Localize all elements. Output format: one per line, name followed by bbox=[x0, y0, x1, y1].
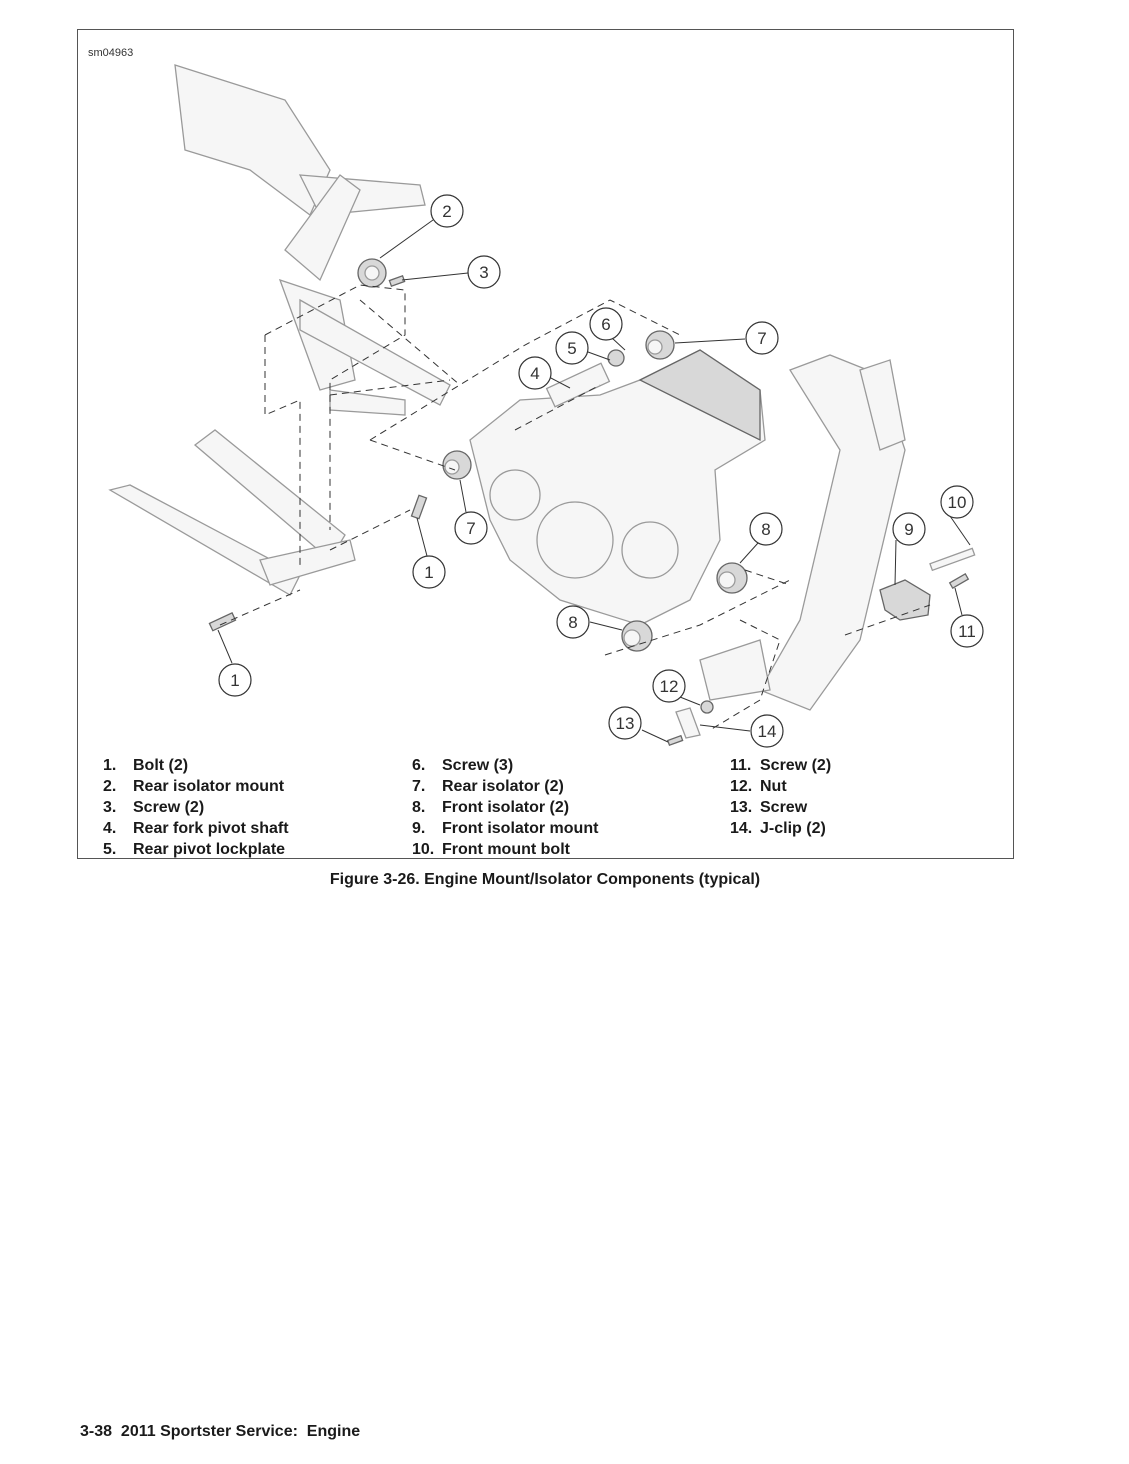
legend-item: 4.Rear fork pivot shaft bbox=[103, 820, 289, 837]
svg-text:9: 9 bbox=[904, 520, 913, 539]
svg-text:6: 6 bbox=[601, 315, 610, 334]
callout-7-rear-isolator-left: 7 bbox=[454, 511, 488, 545]
page-footer: 3-38 2011 Sportster Service: Engine bbox=[80, 1423, 360, 1441]
legend-item: 5.Rear pivot lockplate bbox=[103, 841, 286, 858]
legend-item: 10.Front mount bolt bbox=[412, 841, 570, 858]
assembly-dashed-lines bbox=[219, 284, 931, 731]
callout-2-rear-isolator-mount: 2 bbox=[430, 194, 464, 228]
svg-text:3: 3 bbox=[479, 263, 488, 282]
legend-item: 2.Rear isolator mount bbox=[103, 778, 285, 795]
svg-text:13: 13 bbox=[616, 714, 635, 733]
svg-text:1: 1 bbox=[424, 563, 433, 582]
callout-8-front-isolator-left: 8 bbox=[556, 605, 590, 639]
legend-item: 11.Screw (2) bbox=[730, 757, 832, 774]
callout-13-screw: 13 bbox=[608, 706, 642, 740]
callout-6-screw: 6 bbox=[589, 307, 623, 341]
figure-id-label: sm04963 bbox=[88, 47, 134, 59]
svg-text:7: 7 bbox=[757, 329, 766, 348]
front-downtube-drawing bbox=[699, 354, 906, 711]
svg-text:7: 7 bbox=[466, 519, 475, 538]
callout-7-rear-isolator-right: 7 bbox=[745, 321, 779, 355]
legend-column-2: 6.Screw (3) 7.Rear isolator (2) 8.Front … bbox=[412, 755, 598, 860]
callout-3-screw: 3 bbox=[467, 255, 501, 289]
svg-text:11: 11 bbox=[958, 622, 976, 641]
engine-drawing bbox=[469, 349, 766, 626]
figure-caption: Figure 3-26. Engine Mount/Isolator Compo… bbox=[329, 871, 761, 888]
svg-text:8: 8 bbox=[761, 520, 770, 539]
callout-8-front-isolator-right: 8 bbox=[749, 512, 783, 546]
legend-column-1: 1.Bolt (2) 2.Rear isolator mount 3.Screw… bbox=[103, 755, 289, 860]
callout-leader-lines bbox=[217, 219, 971, 743]
callout-11-screw: 11 bbox=[950, 614, 984, 648]
swingarm-drawing bbox=[108, 429, 356, 596]
svg-text:5: 5 bbox=[567, 339, 576, 358]
svg-text:4: 4 bbox=[530, 364, 539, 383]
svg-text:12: 12 bbox=[660, 677, 679, 696]
exploded-view-illustration: 1 1 2 3 4 5 6 7 7 8 8 9 10 11 12 13 14 bbox=[108, 64, 984, 748]
svg-text:8: 8 bbox=[568, 613, 577, 632]
legend-item: 14.J-clip (2) bbox=[730, 820, 826, 837]
callout-5-rear-pivot-lockplate: 5 bbox=[555, 331, 589, 365]
frame-drawing bbox=[174, 64, 451, 416]
callout-1-bolt-lower: 1 bbox=[218, 663, 252, 697]
legend-item: 6.Screw (3) bbox=[412, 757, 514, 774]
page-number: 3-38 bbox=[80, 1423, 113, 1440]
svg-text:1: 1 bbox=[230, 671, 239, 690]
legend-item: 7.Rear isolator (2) bbox=[412, 778, 564, 795]
legend-item: 8.Front isolator (2) bbox=[412, 799, 570, 816]
footer-title: 2011 Sportster Service: Engine bbox=[120, 1423, 361, 1440]
callout-1-bolt-upper: 1 bbox=[412, 555, 446, 589]
svg-text:14: 14 bbox=[758, 722, 777, 741]
callout-14-j-clip: 14 bbox=[750, 714, 784, 748]
callout-9-front-isolator-mount: 9 bbox=[892, 512, 926, 546]
legend-item: 9.Front isolator mount bbox=[412, 820, 599, 837]
callout-12-nut: 12 bbox=[652, 669, 686, 703]
callout-10-front-mount-bolt: 10 bbox=[940, 485, 974, 519]
legend-item: 12.Nut bbox=[730, 778, 787, 795]
legend-item: 13.Screw bbox=[730, 799, 808, 816]
svg-text:2: 2 bbox=[442, 202, 451, 221]
callout-4-rear-fork-pivot-shaft: 4 bbox=[518, 356, 552, 390]
svg-text:10: 10 bbox=[948, 493, 967, 512]
small-parts-drawing bbox=[208, 258, 976, 747]
legend-column-3: 11.Screw (2) 12.Nut 13.Screw 14.J-clip (… bbox=[730, 755, 831, 839]
legend-item: 1.Bolt (2) bbox=[103, 757, 189, 774]
figure-frame bbox=[77, 29, 1014, 859]
legend-item: 3.Screw (2) bbox=[103, 799, 205, 816]
